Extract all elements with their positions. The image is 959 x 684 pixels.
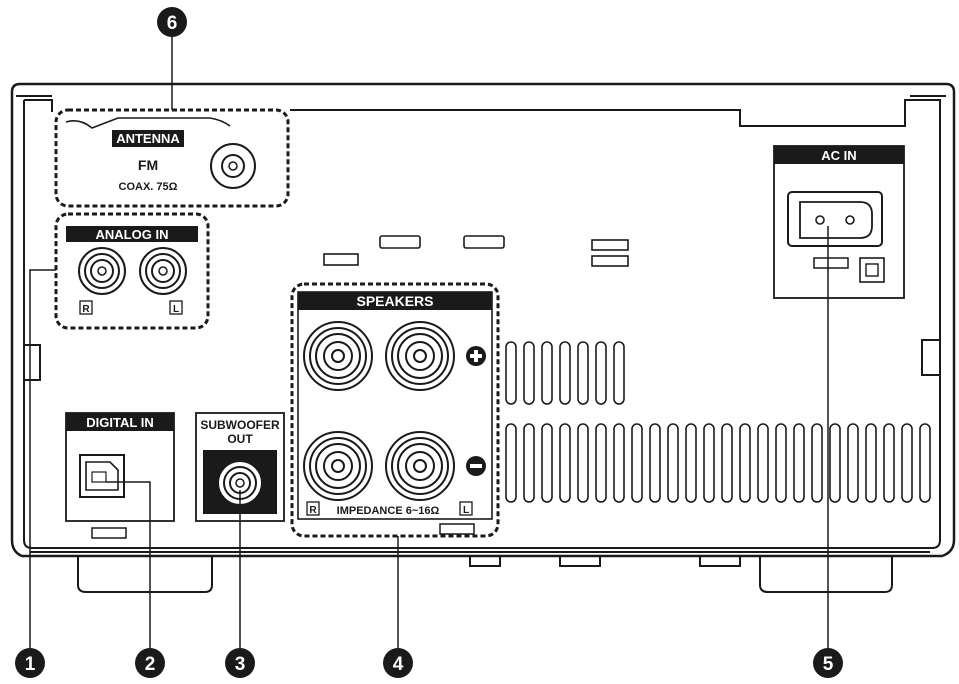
vent-slot [649, 423, 661, 503]
svg-text:1: 1 [25, 654, 36, 675]
antenna-block: ANTENNA FM COAX. 75Ω [54, 108, 290, 208]
vent-slot [919, 423, 931, 503]
double-insulation-icon [859, 257, 885, 283]
leader-lines [29, 36, 829, 648]
vent-slots-top [323, 235, 629, 267]
analog-in-block: ANALOG IN R L [54, 212, 210, 330]
subwoofer-label-line2: OUT [227, 432, 253, 446]
vent-slot [865, 423, 877, 503]
vent-slot [775, 423, 787, 503]
digital-in-block: DIGITAL IN [65, 412, 175, 539]
svg-text:6: 6 [167, 13, 178, 34]
vent-grille [505, 341, 931, 503]
vent-slot [505, 341, 517, 405]
vent-slot [739, 423, 751, 503]
svg-text:2: 2 [145, 654, 156, 675]
vent-slot [847, 423, 859, 503]
callout-1: 1 [15, 648, 45, 678]
vent-slot [793, 423, 805, 503]
analog-in-r-jack[interactable] [78, 247, 126, 295]
vent-slot [595, 423, 607, 503]
vent-slot [613, 341, 625, 405]
antenna-label-bg [112, 130, 184, 147]
vent-slot [577, 423, 589, 503]
callout-2: 2 [135, 648, 165, 678]
fm-label: FM [138, 157, 158, 173]
vent-slot [559, 423, 571, 503]
callout-4: 4 [383, 648, 413, 678]
vent-slot [595, 341, 607, 405]
speakers-block: SPEAKERS R IMPEDANCE 6~16Ω L [290, 282, 500, 538]
speaker-l-minus-terminal[interactable] [385, 431, 455, 501]
speakers-label: SPEAKERS [356, 293, 433, 309]
feet [77, 556, 893, 593]
speaker-r-label: R [309, 505, 317, 516]
speaker-l-label: L [463, 505, 469, 516]
vent-slot [901, 423, 913, 503]
ac-in-label: AC IN [821, 148, 856, 163]
vent-slot [541, 341, 553, 405]
coax-label: COAX. 75Ω [119, 181, 178, 193]
callout-6: 6 [157, 7, 187, 37]
plus-icon [466, 346, 486, 366]
chassis [10, 82, 956, 558]
vent-slot [523, 341, 535, 405]
svg-text:4: 4 [393, 654, 404, 675]
vent-slot [703, 423, 715, 503]
analog-in-label-bg [66, 226, 198, 242]
digital-in-label: DIGITAL IN [86, 415, 153, 430]
callout-5: 5 [813, 648, 843, 678]
vent-slot [757, 423, 769, 503]
analog-in-label: ANALOG IN [96, 227, 169, 242]
svg-text:5: 5 [823, 654, 834, 675]
vent-slot [811, 423, 823, 503]
vent-slot [685, 423, 697, 503]
analog-in-r-label: R [82, 304, 90, 315]
analog-in-l-jack[interactable] [139, 247, 187, 295]
speaker-r-minus-terminal[interactable] [303, 431, 373, 501]
vent-slot [523, 423, 535, 503]
vent-slot [577, 341, 589, 405]
vent-slot [667, 423, 679, 503]
antenna-label: ANTENNA [116, 131, 180, 146]
impedance-label: IMPEDANCE 6~16Ω [337, 505, 440, 517]
vent-slot [559, 341, 571, 405]
callout-3: 3 [225, 648, 255, 678]
fm-antenna-jack[interactable] [210, 143, 256, 189]
speaker-r-plus-terminal[interactable] [303, 321, 373, 391]
vent-slot [541, 423, 553, 503]
speaker-l-plus-terminal[interactable] [385, 321, 455, 391]
optical-input-port[interactable] [79, 454, 125, 498]
subwoofer-label-line1: SUBWOOFER [200, 418, 280, 432]
ac-in-block: AC IN [773, 145, 905, 299]
vent-slot [721, 423, 733, 503]
svg-text:3: 3 [235, 654, 246, 675]
minus-icon [466, 456, 486, 476]
vent-slot [883, 423, 895, 503]
vent-slot [631, 423, 643, 503]
analog-in-l-label: L [173, 304, 179, 315]
vent-slot [505, 423, 517, 503]
ac-inlet-socket[interactable] [787, 191, 883, 247]
vent-slot [829, 423, 841, 503]
vent-slot [613, 423, 625, 503]
